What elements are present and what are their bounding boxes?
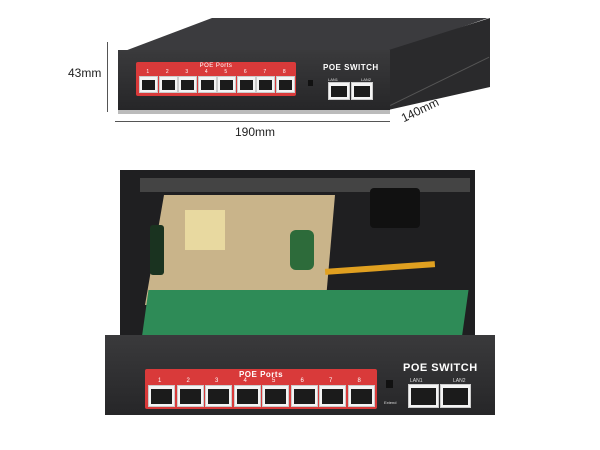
port-number: 1 — [146, 69, 150, 75]
port-number: 1 — [158, 378, 162, 384]
poe-ports-label-open: POE Ports — [238, 370, 284, 379]
port-number: 3 — [185, 69, 189, 75]
brand-label: POE SWITCH — [323, 63, 379, 72]
width-dimension: 190mm — [235, 125, 276, 139]
port-number: 3 — [215, 378, 219, 384]
dip-switch[interactable] — [308, 80, 313, 86]
port-number: 7 — [329, 378, 333, 384]
port-number: 2 — [186, 378, 190, 384]
transformer — [185, 210, 225, 250]
port-number: 6 — [243, 69, 247, 75]
poe-port-2[interactable] — [176, 385, 204, 407]
capacitor — [290, 230, 314, 270]
front-panel: POE Ports 1 2 3 4 5 6 7 8 POE SWITCH LAN1 LAN2 — [118, 50, 390, 110]
front-panel-open: POE Ports 1 2 3 4 5 6 7 8 POE SWITCH Extend LAN… — [105, 335, 495, 415]
port-number: 8 — [282, 69, 286, 75]
uplink-port-1[interactable] — [328, 82, 350, 100]
port-number: 2 — [165, 69, 169, 75]
poe-port-8[interactable] — [275, 76, 295, 93]
extend-label: Extend — [384, 400, 397, 405]
poe-port-5[interactable] — [217, 76, 236, 93]
poe-port-7[interactable] — [319, 385, 346, 407]
poe-port-4[interactable] — [233, 385, 261, 407]
poe-port-2[interactable] — [158, 76, 178, 93]
poe-ports-label: POE Ports — [199, 63, 233, 69]
height-dimension: 43mm — [68, 66, 102, 80]
uplink-port-2[interactable] — [351, 82, 373, 100]
uplink-label-2: LAN2 — [361, 77, 372, 82]
poe-port-4[interactable] — [197, 76, 217, 93]
port-number: 4 — [243, 378, 247, 384]
case-back-wall — [140, 178, 470, 192]
port-number: 5 — [224, 69, 228, 75]
capacitors — [150, 225, 164, 275]
port-number: 6 — [300, 378, 304, 384]
poe-port-5[interactable] — [262, 385, 289, 407]
poe-port-6[interactable] — [236, 76, 256, 93]
poe-port-6[interactable] — [290, 385, 318, 407]
port-number: 5 — [272, 378, 276, 384]
pcb-board — [141, 290, 469, 340]
poe-port-1[interactable] — [148, 385, 175, 407]
uplink-port-2-open[interactable] — [440, 384, 471, 408]
poe-port-3[interactable] — [205, 385, 232, 407]
port-number: 4 — [204, 69, 208, 75]
poe-ports-block-open: POE Ports 1 2 3 4 5 6 7 8 — [145, 369, 377, 409]
dip-switch-open[interactable] — [386, 380, 393, 388]
power-socket — [370, 188, 420, 228]
brand-label-open: POE SWITCH — [403, 362, 478, 374]
height-dimension-line — [107, 42, 108, 112]
poe-port-8[interactable] — [347, 385, 375, 407]
uplink-port-1-open[interactable] — [408, 384, 439, 408]
width-dimension-line — [115, 121, 390, 122]
switch-bottom-edge — [118, 110, 390, 114]
poe-port-1[interactable] — [139, 76, 158, 93]
port-number: 7 — [263, 69, 267, 75]
poe-port-3[interactable] — [178, 76, 197, 93]
uplink-label-2-open: LAN2 — [453, 378, 466, 384]
poe-ports-block: POE Ports 1 2 3 4 5 6 7 8 — [136, 62, 296, 96]
uplink-label-1: LAN1 — [328, 77, 339, 82]
uplink-label-1-open: LAN1 — [410, 378, 423, 384]
poe-port-7[interactable] — [256, 76, 275, 93]
port-number: 8 — [357, 378, 361, 384]
